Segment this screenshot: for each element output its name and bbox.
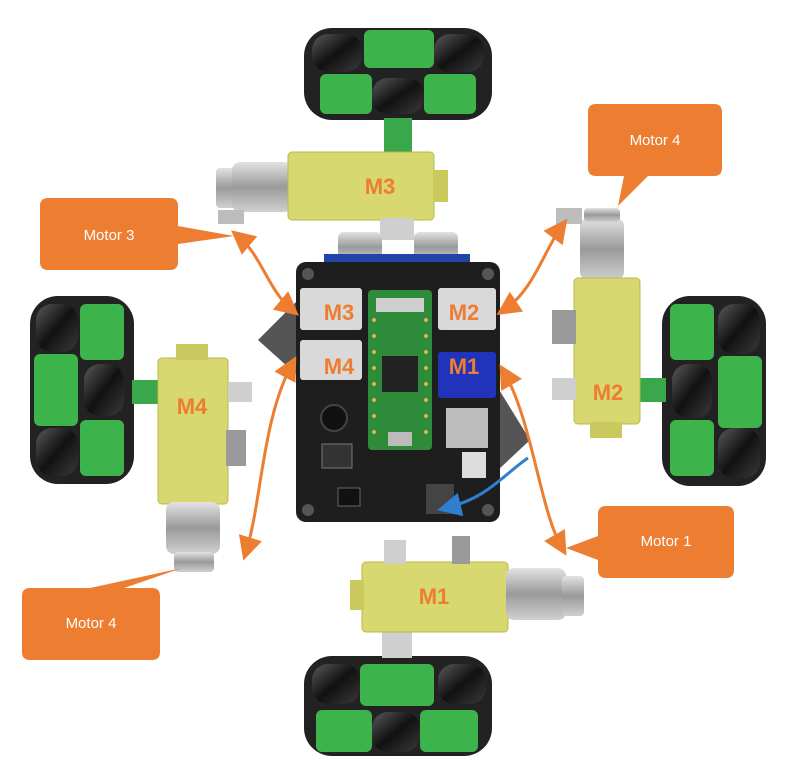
motor-m2: M2 — [552, 208, 641, 438]
arrow-m4 — [238, 356, 297, 561]
arrow-m3 — [231, 230, 299, 316]
wiring-arrows — [231, 218, 568, 561]
arrow-m1 — [499, 364, 567, 556]
motor-m1: M1 — [350, 536, 584, 633]
controller-board: M3 M4 M2 M1 — [258, 232, 530, 522]
board-port-label-m1: M1 — [449, 354, 480, 379]
callout-top-right: Motor 4 — [588, 104, 722, 206]
wheel-left — [30, 296, 166, 484]
callout-top-right-text: Motor 4 — [630, 132, 681, 149]
arrow-m2 — [496, 218, 568, 315]
board-port-label-m2: M2 — [449, 300, 480, 325]
board-port-label-m4: M4 — [324, 354, 355, 379]
wheel-right — [632, 296, 766, 486]
callout-left-bottom-text: Motor 4 — [66, 615, 117, 632]
callout-left-top-text: Motor 3 — [84, 227, 135, 244]
motor-m4: M4 — [157, 344, 252, 572]
motor-label-m3: M3 — [365, 174, 396, 199]
motor-m3: M3 — [216, 151, 448, 240]
motor-label-m4: M4 — [177, 394, 208, 419]
wheel-bottom — [304, 622, 492, 756]
board-port-label-m3: M3 — [324, 300, 355, 325]
wheel-top — [304, 28, 492, 158]
motor-label-m2: M2 — [593, 380, 624, 405]
callout-left-top: Motor 3 — [40, 198, 234, 270]
arrow-blue-cable — [437, 456, 529, 517]
motor-label-m1: M1 — [419, 584, 450, 609]
callout-right-bottom-text: Motor 1 — [641, 533, 692, 550]
callout-left-bottom: Motor 4 — [22, 568, 182, 660]
callout-right-bottom: Motor 1 — [566, 506, 734, 578]
